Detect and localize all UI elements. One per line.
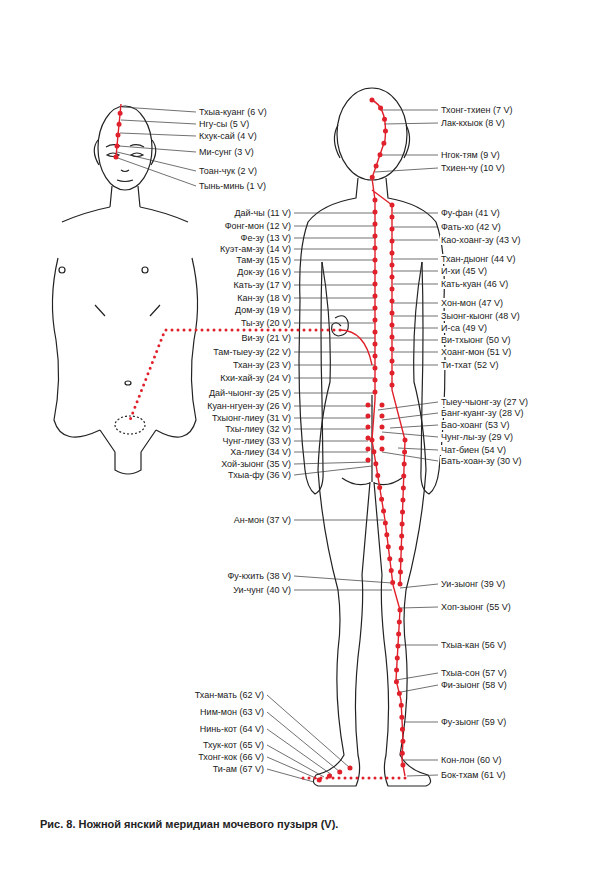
point-label: Кхи-хай-зу (24 V) [219, 373, 292, 383]
point-label: Тхы-лиеу (32 V) [224, 424, 292, 434]
point-label: Ти-ам (67 V) [212, 764, 265, 774]
point-label: Фе-зу (13 V) [240, 233, 292, 243]
point-label: Куэт-ам-зу (14 V) [219, 244, 292, 254]
point-label: И-са (49 V) [440, 323, 488, 333]
point-label: Там-тыеу-зу (22 V) [212, 347, 292, 357]
point-label: Кать-зу (17 V) [233, 280, 292, 290]
point-label: Куан-нгуен-зу (26 V) [206, 401, 292, 411]
point-label: Ты-зу (20 V) [240, 318, 292, 328]
point-label: Фи-зыонг (58 V) [440, 680, 508, 690]
point-label: Ви-тхыонг (50 V) [440, 335, 511, 345]
point-label: Као-хоанг-зу (43 V) [440, 235, 521, 245]
point-label: Фать-хо (42 V) [440, 222, 502, 232]
point-label: Бао-хоанг (53 V) [440, 420, 511, 430]
point-label: Тхыа-кан (56 V) [440, 640, 507, 650]
point-label: Банг-куанг-зу (28 V) [440, 408, 524, 418]
point-label: Фу-зыонг (59 V) [440, 717, 507, 727]
point-label: Нинь-кот (64 V) [199, 724, 265, 734]
point-label: Тхан-зу (23 V) [232, 360, 292, 370]
point-label: Фонг-мон (12 V) [224, 221, 292, 231]
point-label: Тхонг-кок (66 V) [197, 752, 265, 762]
point-label: Кхук-сай (4 V) [198, 131, 258, 141]
point-label: Зыонг-кыонг (48 V) [440, 311, 521, 321]
point-label: Тхыа-сон (57 V) [440, 668, 508, 678]
point-label: Тхыонг-лиеу (31 V) [211, 413, 292, 423]
point-label: Тхук-кот (65 V) [202, 740, 265, 750]
point-label: Тынь-минь (1 V) [198, 181, 267, 191]
point-label: Дом-зу (19 V) [234, 305, 292, 315]
point-label: Тыеу-чыонг-зу (27 V) [440, 397, 529, 407]
point-label: Тоан-чук (2 V) [198, 166, 258, 176]
point-label: Тхиен-чу (10 V) [440, 163, 506, 173]
point-label: Фу-фан (41 V) [440, 208, 501, 218]
point-label: Хоанг-мон (51 V) [440, 347, 512, 357]
point-label: Хой-зыонг (35 V) [220, 459, 292, 469]
point-label: Фу-кхить (38 V) [226, 571, 292, 581]
point-label: Ан-мон (37 V) [233, 515, 292, 525]
point-label: Лак-кхыок (8 V) [440, 118, 506, 128]
point-label: Чат-биен (54 V) [440, 445, 507, 455]
figure-caption: Рис. 8. Ножной янский меридиан мочевого … [40, 818, 338, 830]
point-label: Тхан-дыонг (44 V) [440, 254, 516, 264]
point-label: Уи-чунг (40 V) [232, 585, 292, 595]
point-label: Дай-чыонг-зу (25 V) [208, 388, 292, 398]
point-label: Тхан-мать (62 V) [194, 690, 265, 700]
point-label: Тхыа-фу (36 V) [227, 470, 292, 480]
point-label: И-хи (45 V) [440, 266, 488, 276]
point-label: Кон-лон (60 V) [440, 755, 503, 765]
point-label: Ним-мон (63 V) [199, 707, 265, 717]
point-label: Хоп-зыонг (55 V) [440, 602, 512, 612]
point-label: Ви-зу (21 V) [240, 333, 292, 343]
point-label: Ми-сунг (3 V) [198, 147, 255, 157]
point-label: Бок-тхам (61 V) [440, 770, 507, 780]
point-label: Кать-куан (46 V) [440, 279, 509, 289]
point-label: Нгу-сы (5 V) [198, 119, 250, 129]
point-label: Тхыа-куанг (6 V) [198, 107, 268, 117]
point-label: Ха-лиеу (34 V) [229, 447, 292, 457]
point-label: Ти-тхат (52 V) [440, 360, 500, 370]
point-label: Нгок-тям (9 V) [440, 150, 501, 160]
point-label: Док-зу (16 V) [236, 267, 292, 277]
point-label: Чунг-лы-зу (29 V) [440, 432, 514, 442]
point-label: Там-зу (15 V) [235, 255, 292, 265]
point-label: Кан-зу (18 V) [236, 293, 292, 303]
point-label: Тхонг-тхиен (7 V) [440, 105, 513, 115]
point-label: Чунг-лиеу (33 V) [222, 436, 292, 446]
point-label: Уи-зыонг (39 V) [440, 579, 506, 589]
point-label: Дай-чы (11 V) [233, 208, 292, 218]
point-label: Бать-хоан-зу (30 V) [440, 456, 522, 466]
point-label: Хон-мон (47 V) [440, 298, 504, 308]
